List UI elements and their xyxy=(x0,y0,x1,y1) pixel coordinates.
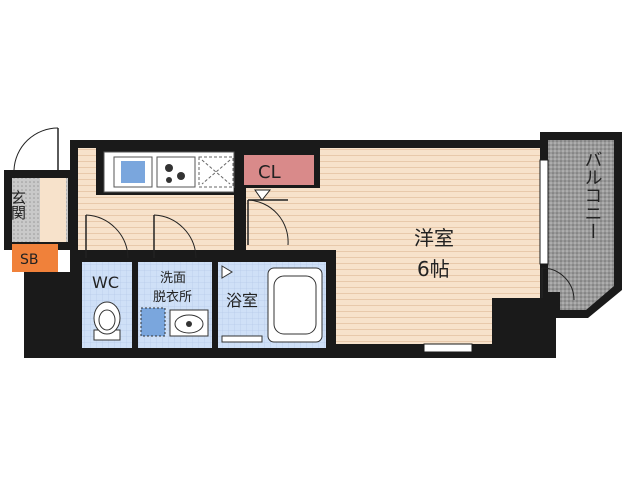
washroom-label-2: 脱衣所 xyxy=(153,289,192,305)
toilet-door[interactable] xyxy=(85,214,129,259)
shoe-box-label: SB xyxy=(20,252,39,268)
washroom-label-1: 洗面 xyxy=(160,271,186,286)
washroom: 洗面 脱衣所 xyxy=(138,262,212,348)
washroom-door[interactable] xyxy=(153,214,197,259)
fridge-space-icon xyxy=(198,156,234,188)
balcony: バルコニー xyxy=(540,132,622,318)
bathtub-icon xyxy=(267,267,323,343)
closet-label: CL xyxy=(258,162,281,183)
stove-icon xyxy=(156,156,196,188)
kitchen-counter xyxy=(96,145,236,195)
western-room-name: 洋室 xyxy=(414,226,454,250)
balcony-door[interactable] xyxy=(541,267,575,301)
toilet-label: WC xyxy=(92,273,119,292)
closet: CL xyxy=(236,148,320,188)
toilet-room: WC xyxy=(82,262,132,348)
balcony-label: バルコニー xyxy=(582,150,603,240)
entrance-label: 玄関 xyxy=(9,190,27,221)
western-room-size: 6帖 xyxy=(417,257,450,281)
toilet-icon xyxy=(93,301,121,341)
bathroom: 浴室 xyxy=(218,262,326,348)
bathroom-label: 浴室 xyxy=(226,291,258,310)
washbasin-icon xyxy=(169,309,209,337)
entrance: 玄関 xyxy=(4,170,74,250)
entrance-door[interactable] xyxy=(10,127,60,171)
shoe-box: SB xyxy=(12,244,58,272)
room-door[interactable] xyxy=(247,189,289,246)
washer-space-icon xyxy=(140,307,166,337)
